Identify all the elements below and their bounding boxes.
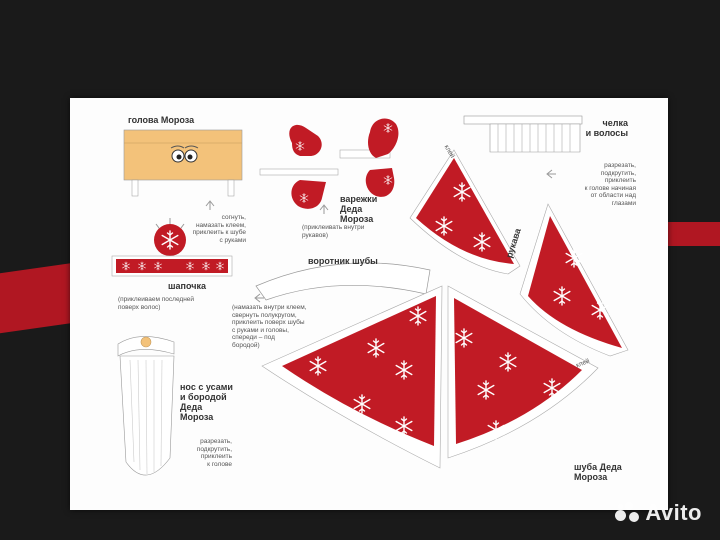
cap-label: шапочка [168,281,206,291]
cap-note: (приклеиваем последней поверх волос) [118,296,195,311]
craft-template-art [111,115,629,476]
collar-label: воротник шубы [308,256,378,266]
coat-piece [261,285,443,469]
mittens-note: (приклеивать внутри рукавов) [302,224,365,239]
beard-piece [117,336,175,476]
bangs-label: челка и волосы [585,118,628,138]
head-label: голова Мороза [128,115,195,125]
collar-note: (намазать внутри клеем, свернуть полукру… [232,304,307,349]
nose-note: разрезать, подкрутить, приклеить к голов… [196,438,232,468]
collar-piece [255,262,431,301]
background-stripe [0,262,74,334]
cap-piece [111,218,233,277]
sleeve-piece [409,149,521,275]
paper-sheet: голова Мороза согнуть, намазать клеем, п… [70,98,668,510]
bangs-piece [463,115,583,153]
coat-piece [447,285,599,459]
nose-label: нос с усами и бородой Деда Мороза [180,382,233,422]
mittens-label: варежки Деда Мороза [340,194,378,224]
head-note: согнуть, намазать клеем, приклеить к шуб… [192,214,246,244]
background-stripe [668,222,720,246]
bangs-note: разрезать, подкрутить, приклеить к голов… [584,162,636,207]
avito-watermark: Avito [615,500,702,526]
sleeve-piece [519,203,629,357]
avito-text: Avito [645,500,702,525]
avito-logo-icon [615,502,641,524]
head-piece [123,129,243,197]
mittens-piece [259,118,399,209]
coat-label: шуба Деда Мороза [574,462,622,482]
